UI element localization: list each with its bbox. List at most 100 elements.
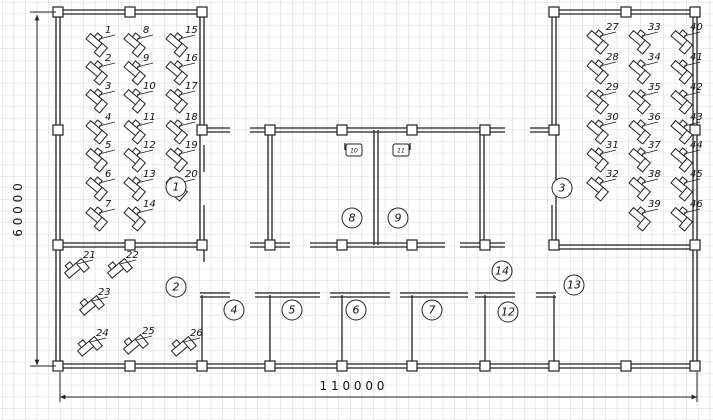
workstation-label: 42 [690,82,703,93]
workstation: 3 [85,81,116,114]
workstation: 18 [165,112,198,145]
workstation-label: 16 [185,53,198,64]
workstation-icon [123,206,147,232]
workstation-icon [63,257,90,279]
svg-text:10: 10 [350,148,358,155]
workstation: 29 [586,82,619,115]
workstation-icon [670,206,694,232]
workstation: 42 [670,82,703,115]
workstation: 38 [628,169,661,202]
height-label: 6 0 0 0 0 [11,183,25,236]
workstation-label: 40 [690,22,703,33]
workstation-label: 20 [185,169,198,180]
workstation-label: 43 [690,112,703,123]
room-12-marker: 12 [497,301,519,323]
svg-text:3: 3 [559,182,566,195]
workstation-label: 12 [143,140,156,151]
workstation-label: 35 [648,82,661,93]
workstation-icon [165,119,189,145]
column [52,124,64,136]
workstation-label: 2 [105,53,111,64]
workstation: 24 [76,328,109,357]
workstation-label: 41 [690,52,703,63]
workstation-label: 34 [648,52,661,63]
workstation: 19 [165,140,198,173]
workstation-icon [170,335,197,357]
workstation-icon [106,257,133,279]
workstation-icon [165,147,189,173]
workstation-label: 4 [105,112,111,123]
room-9-marker: 9 [387,207,409,229]
workstation-icon [628,59,652,85]
room-4-marker: 4 [223,299,245,321]
svg-text:8: 8 [349,212,356,225]
column [264,124,276,136]
workstation: 26 [170,328,203,357]
column [548,239,560,251]
column [336,239,348,251]
workstation: 14 [123,199,156,232]
workstation-label: 38 [648,169,661,180]
height-dimension: 6 0 0 0 0 [11,11,56,367]
column [689,360,701,372]
room-2-marker: 2 [165,276,187,298]
workstation-label: 13 [143,169,156,180]
column [52,239,64,251]
room-13-marker: 13 [563,274,585,296]
workstation-label: 32 [606,169,619,180]
workstation-icon [122,333,149,355]
column [548,360,560,372]
workstation: 27 [586,22,619,55]
workstation-icon [123,32,147,58]
workstation-icon [85,147,109,173]
svg-text:9: 9 [395,212,402,225]
svg-text:1: 1 [173,181,180,194]
workstation: 22 [106,250,139,279]
workstation-label: 29 [606,82,619,93]
room-labels: 1 2 3 4 5 6 7 8 9 12 13 14 [165,176,585,323]
column [264,239,276,251]
workstation: 10 [123,81,156,114]
workstation-label: 36 [648,112,661,123]
workstation-label: 31 [606,140,619,151]
workstation: 4 [85,112,116,145]
column [124,239,136,251]
workstation-label: 7 [105,199,112,210]
workstation-label: 33 [648,22,661,33]
column [196,360,208,372]
workstation-label: 15 [185,25,198,36]
workstation-icon [123,176,147,202]
workstation-label: 45 [690,169,703,180]
column [479,360,491,372]
workstation-label: 44 [690,140,703,151]
workstation-label: 17 [185,81,198,92]
workstation-icon [628,89,652,115]
svg-text:14: 14 [495,265,509,278]
workstation: 12 [123,140,156,173]
workstation-icon [670,119,694,145]
room-8-marker: 8 [341,207,363,229]
workstation: 25 [122,326,155,355]
workstation: 16 [165,53,198,86]
svg-text:11: 11 [397,148,405,155]
room-3-marker: 3 [551,177,573,199]
workstation: 5 [85,140,116,173]
workstation-label: 22 [126,250,139,261]
column [689,124,701,136]
svg-text:5: 5 [289,304,296,317]
svg-text:13: 13 [567,279,581,292]
workstation: 40 [670,22,703,55]
workstation: 2 [85,53,116,86]
columns [52,6,701,372]
workstation: 23 [78,287,111,316]
workstation-label: 3 [105,81,111,92]
workstation-icon [85,206,109,232]
column [479,239,491,251]
workstation: 37 [628,140,661,173]
column [336,124,348,136]
workstation: 34 [628,52,661,85]
workstation-icon [78,294,105,316]
workstation: 11 [123,112,156,145]
column [406,360,418,372]
